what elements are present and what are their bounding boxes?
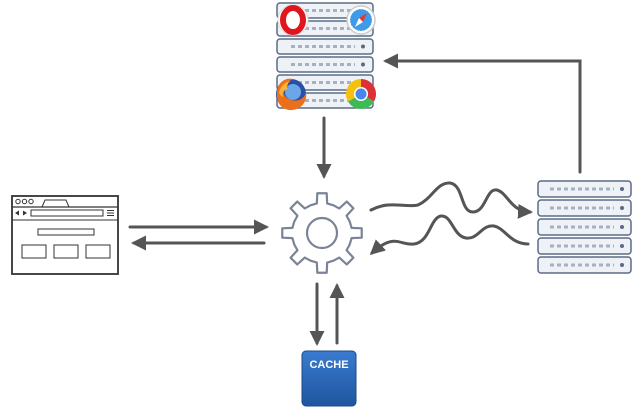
firefox-icon [276, 78, 307, 111]
opera-icon [277, 4, 309, 36]
wave-arrow-gear-to-origin [369, 181, 533, 219]
browser-window-icon [11, 195, 119, 275]
cache-icon: CACHE [301, 350, 357, 407]
origin-server-icon [537, 180, 632, 274]
wave-arrow-origin-to-gear [369, 214, 530, 256]
browser-test-server [276, 2, 377, 111]
chrome-icon [345, 78, 377, 110]
arrow-origin-to-top-server [383, 53, 582, 174]
cache-label: CACHE [309, 359, 348, 371]
safari-icon [346, 5, 376, 35]
gear-icon [281, 192, 363, 274]
